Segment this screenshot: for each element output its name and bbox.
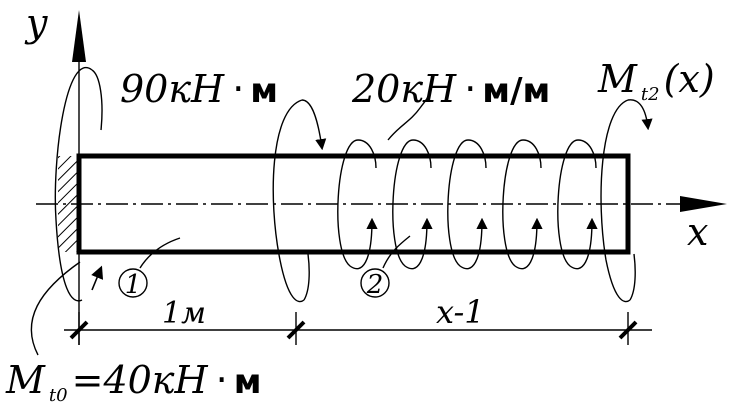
segment-1-length: 1м <box>162 296 206 331</box>
segment-2-label: 2 <box>366 270 384 300</box>
segment-2-length: x-1 <box>436 293 485 331</box>
segment-1-label: 1 <box>125 270 142 300</box>
distributed-moment-loop <box>447 139 488 270</box>
distributed-moment-loops <box>337 139 598 270</box>
distributed-moment-label: 20кН · м/м <box>351 67 550 111</box>
x-axis-label: x <box>687 210 708 254</box>
x-axis <box>36 196 727 212</box>
distributed-leader-line <box>387 95 429 141</box>
reaction-moment-label: M t0 =40кН · м <box>5 358 262 404</box>
section-moment-icon <box>600 99 653 303</box>
segment-1-marker: 1 <box>118 268 148 300</box>
segment2-leader-line <box>382 235 411 269</box>
segment1-leader-line <box>139 237 181 269</box>
y-axis-label: y <box>24 1 48 45</box>
reaction-leader-line <box>30 261 81 356</box>
distributed-moment-loop <box>557 139 598 270</box>
segment-2-marker: 2 <box>360 268 390 300</box>
distributed-moment-loop <box>392 139 433 270</box>
distributed-moment-loop <box>502 139 543 270</box>
concentrated-moment-icon <box>272 99 327 303</box>
reaction-moment-icon <box>54 66 104 302</box>
dimension-line <box>64 312 652 345</box>
concentrated-moment-label: 90кН · м <box>120 67 278 111</box>
distributed-moment-loop <box>337 139 378 270</box>
fixed-support-hatch <box>58 156 79 252</box>
section-moment-label: M t2 (x) <box>597 57 715 105</box>
shaft <box>76 153 631 255</box>
